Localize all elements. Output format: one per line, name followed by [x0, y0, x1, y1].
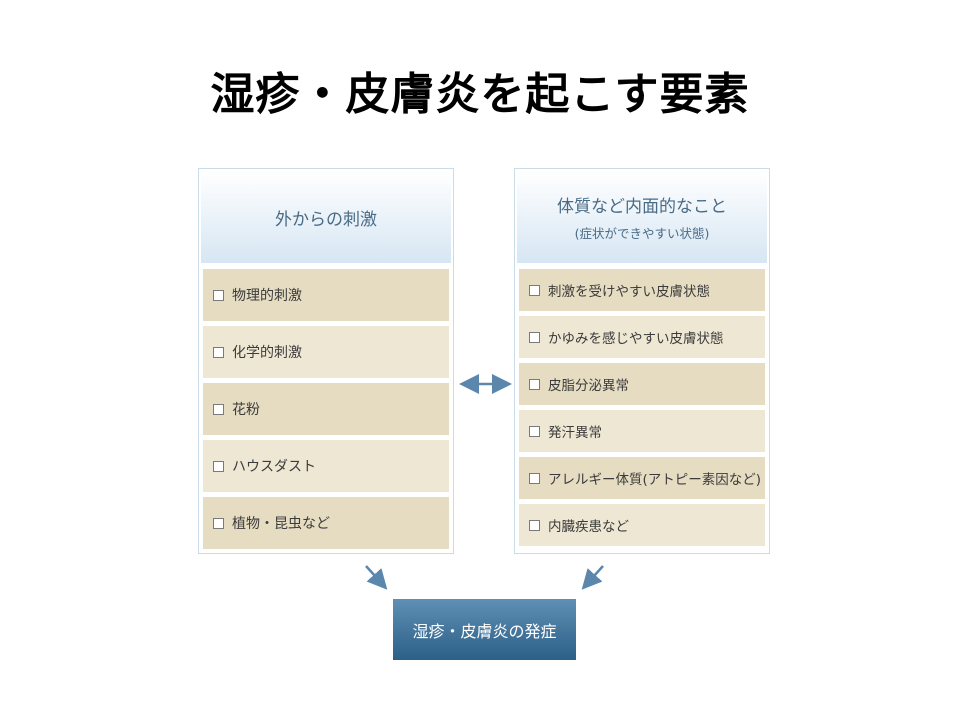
list-item-label: かゆみを感じやすい皮膚状態 — [548, 331, 724, 347]
checkbox-icon — [213, 517, 224, 529]
list-item: 刺激を受けやすい皮膚状態 — [519, 269, 765, 311]
list-item: 発汗異常 — [519, 410, 765, 452]
list-item-label: 植物・昆虫など — [232, 516, 330, 532]
result-box: 湿疹・皮膚炎の発症 — [393, 599, 576, 660]
list-item: かゆみを感じやすい皮膚状態 — [519, 316, 765, 358]
checkbox-icon — [529, 378, 540, 390]
checkbox-icon — [213, 289, 224, 301]
list-item: 植物・昆虫など — [203, 497, 449, 549]
internal-factors-panel: 体質など内面的なこと (症状ができやすい状態) 刺激を受けやすい皮膚状態 かゆみ… — [514, 168, 770, 554]
external-stimuli-list: 物理的刺激 化学的刺激 花粉 ハウスダスト 植物・昆虫など — [203, 269, 449, 554]
checkbox-icon — [213, 346, 224, 358]
checkbox-icon — [529, 284, 540, 296]
right-down-arrow-icon — [581, 565, 604, 590]
list-item: 内臓疾患など — [519, 504, 765, 546]
list-item-label: 刺激を受けやすい皮膚状態 — [548, 284, 710, 300]
internal-factors-heading: 体質など内面的なこと — [557, 197, 727, 217]
list-item-label: 内臓疾患など — [548, 519, 629, 535]
internal-factors-list: 刺激を受けやすい皮膚状態 かゆみを感じやすい皮膚状態 皮脂分泌異常 発汗異常 ア… — [519, 269, 765, 551]
list-item: アレルギー体質(アトピー素因など) — [519, 457, 765, 499]
list-item-label: ハウスダスト — [232, 459, 316, 475]
list-item: ハウスダスト — [203, 440, 449, 492]
checkbox-icon — [213, 460, 224, 472]
list-item-label: 皮脂分泌異常 — [548, 378, 629, 394]
checkbox-icon — [529, 472, 540, 484]
external-stimuli-panel: 外からの刺激 物理的刺激 化学的刺激 花粉 ハウスダスト 植物・昆虫など — [198, 168, 454, 554]
checkbox-icon — [529, 519, 540, 531]
internal-factors-subheading: (症状ができやすい状態) — [574, 226, 710, 241]
external-stimuli-header: 外からの刺激 — [201, 171, 451, 263]
checkbox-icon — [529, 331, 540, 343]
list-item-label: 花粉 — [232, 402, 260, 418]
left-down-arrow-icon — [365, 565, 388, 590]
list-item: 皮脂分泌異常 — [519, 363, 765, 405]
list-item: 花粉 — [203, 383, 449, 435]
checkbox-icon — [213, 403, 224, 415]
internal-factors-header: 体質など内面的なこと (症状ができやすい状態) — [517, 171, 767, 263]
checkbox-icon — [529, 425, 540, 437]
result-label: 湿疹・皮膚炎の発症 — [412, 621, 557, 641]
list-item-label: 化学的刺激 — [232, 345, 302, 361]
external-stimuli-heading: 外からの刺激 — [275, 209, 377, 230]
list-item: 物理的刺激 — [203, 269, 449, 321]
list-item-label: 発汗異常 — [548, 425, 602, 441]
slide-title: 湿疹・皮膚炎を起こす要素 — [210, 69, 750, 120]
list-item-label: アレルギー体質(アトピー素因など) — [548, 472, 762, 488]
list-item: 化学的刺激 — [203, 326, 449, 378]
list-item-label: 物理的刺激 — [232, 288, 302, 304]
